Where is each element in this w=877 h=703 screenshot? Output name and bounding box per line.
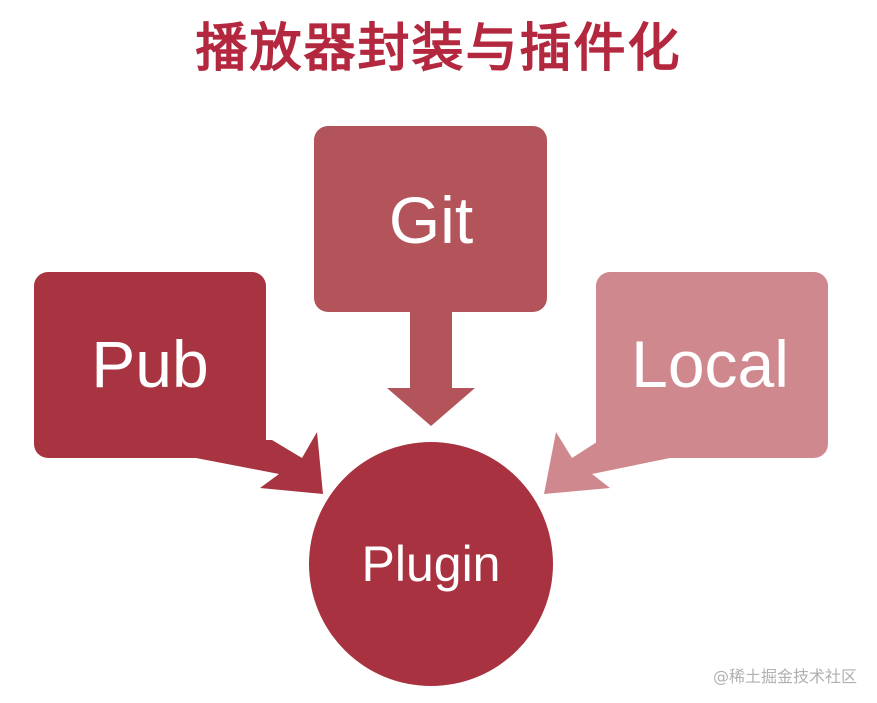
git-node: Git	[314, 126, 547, 426]
diagram-title: 播放器封装与插件化	[195, 19, 682, 79]
local-label: Local	[631, 327, 789, 401]
pub-label: Pub	[91, 327, 208, 401]
plugin-label: Plugin	[362, 536, 501, 592]
git-arrow	[387, 300, 475, 426]
local-arrow	[544, 432, 670, 494]
local-node: Local	[544, 272, 828, 494]
plugin-node: Plugin	[309, 442, 553, 686]
pub-box	[34, 272, 266, 458]
pub-node: Pub	[34, 272, 323, 494]
git-box	[314, 126, 547, 312]
plugin-circle	[309, 442, 553, 686]
git-label: Git	[389, 183, 473, 257]
pub-arrow	[196, 432, 323, 494]
local-box	[596, 272, 828, 458]
watermark-text: @稀土掘金技术社区	[712, 667, 857, 686]
